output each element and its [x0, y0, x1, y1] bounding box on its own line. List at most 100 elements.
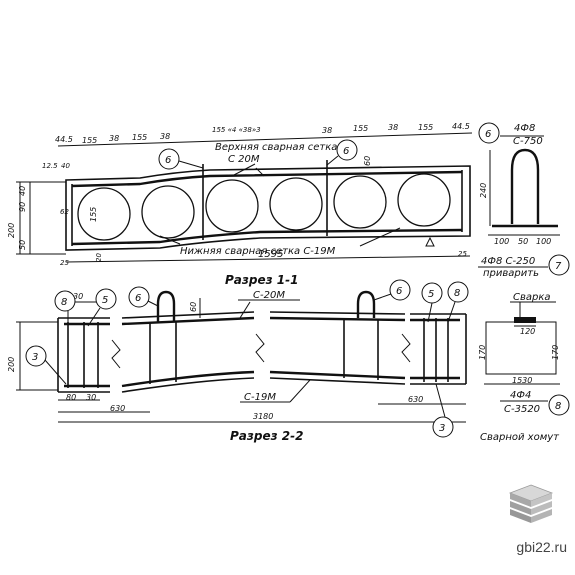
dim-label: 20: [95, 253, 103, 262]
dim-label: 630: [408, 395, 423, 404]
top-dimension-labels: 44.5 155 38 155 38 155 «4 «38»3 38 155 3…: [55, 122, 470, 145]
break-mark-icon: [111, 339, 121, 369]
detail-hoop-6: 4Ф8 С-750 240 100 50 100: [479, 123, 560, 246]
svg-text:6: 6: [343, 146, 349, 157]
dim-label: 630: [110, 404, 125, 413]
dim-label: 120: [520, 327, 535, 336]
svg-text:3: 3: [439, 423, 445, 434]
dim-label: 40: [18, 186, 27, 196]
support-mark-icon: [425, 236, 435, 247]
site-watermark: gbi22.ru: [516, 539, 567, 555]
section-2-2: 200 30 30 60 С-20М С-19М 80 30 630 3180 …: [7, 279, 469, 443]
weld-mark: [514, 317, 536, 323]
break-mark-icon: [401, 333, 411, 363]
bottom-mesh-label-2: С-19М: [244, 392, 276, 403]
dim-label: 25: [458, 250, 467, 258]
beam-height-label: 200: [7, 357, 16, 372]
clamp-code-label: С-3520: [504, 404, 540, 415]
dim-label: 38: [109, 134, 119, 143]
bottom-mesh-bar-2: [64, 370, 460, 388]
clamp-rebar-label: 4Ф4: [510, 390, 531, 401]
detail-clamp-8: Сварка 120 170 170 1530 4Ф4 С-3520 8 Сва…: [478, 292, 570, 443]
top-dimension-line: [57, 132, 473, 147]
hoop-rebar-label: 4Ф8: [514, 123, 535, 134]
dim-label: 80: [66, 393, 76, 402]
hollow-core: [205, 179, 259, 233]
dim-label: 40: [61, 162, 70, 170]
total-length-label: 1595: [258, 249, 283, 260]
svg-text:3: 3: [32, 352, 38, 363]
bottom-mesh-bar: [71, 228, 463, 246]
slab-outline: [65, 165, 471, 251]
callout-6-s2-left: 6: [128, 286, 159, 308]
dim-label: 30: [73, 292, 83, 301]
svg-text:6: 6: [135, 293, 141, 304]
dim-label: 155: [418, 123, 433, 132]
hollow-core: [333, 175, 387, 229]
svg-text:6: 6: [485, 129, 491, 140]
callout-5-left: 5: [87, 288, 117, 327]
svg-text:6: 6: [396, 286, 402, 297]
detail7-note: приварить: [483, 268, 539, 279]
break-mark-icon: [255, 333, 265, 363]
svg-text:7: 7: [555, 261, 562, 272]
svg-text:8: 8: [555, 401, 561, 412]
dim-label: 155: [353, 124, 368, 133]
callout-6-s2-right: 6: [373, 279, 411, 301]
callout-3-right: 3: [432, 383, 454, 438]
weld-label: Сварка: [513, 292, 551, 303]
dim-label: 100: [536, 237, 551, 246]
svg-text:8: 8: [454, 288, 460, 299]
total-length-label-2: 3180: [253, 412, 273, 421]
top-mesh-code: С 20М: [228, 154, 260, 165]
dim-label: 155: [132, 133, 147, 142]
dim-label: 60: [363, 156, 372, 166]
dim-label: 100: [494, 237, 509, 246]
callout-6-mid: 6: [326, 139, 358, 166]
hollow-core: [77, 187, 131, 241]
hoop-height-label: 240: [479, 183, 488, 198]
dim-label: 90: [18, 202, 27, 212]
dim-label: 170: [551, 345, 560, 360]
callout-8-left: 8: [54, 290, 76, 328]
bottom-mesh-label: Нижняя сварная сетка С-19М: [180, 246, 336, 257]
callout-5-right: 5: [421, 282, 443, 323]
left-dimension-labels: 12.5 40 200 90 40 50: [7, 162, 70, 255]
svg-text:5: 5: [102, 295, 108, 306]
dim-label: 44.5: [55, 135, 73, 144]
dim-label: 38: [160, 132, 170, 141]
dim-label: 50: [518, 237, 528, 246]
detail-7: 4Ф8 С-250 приварить 7: [478, 254, 570, 279]
dim-label: 12.5: [42, 162, 58, 170]
top-mesh-bar-2: [64, 316, 460, 326]
hollow-core: [141, 185, 195, 239]
hollow-cores: [77, 173, 451, 241]
dim-label: 60: [189, 302, 198, 312]
dim-label: 155: [89, 207, 98, 222]
callout-8-right: 8: [447, 281, 469, 323]
dim-label: 38: [322, 126, 332, 135]
hollow-core: [397, 173, 451, 227]
section-1-1: 44.5 155 38 155 38 155 «4 «38»3 38 155 3…: [7, 122, 500, 287]
hoop-bar: [510, 148, 540, 224]
detail7-rebar-label: 4Ф8 С-250: [481, 256, 535, 267]
top-mesh-label: Верхняя сварная сетка: [215, 142, 337, 153]
section-title-2-2: Разрез 2-2: [230, 429, 303, 443]
hollow-core: [269, 177, 323, 231]
dim-label: 155 «4 «38»3: [212, 126, 261, 134]
stacked-slabs-icon: [508, 484, 554, 523]
dim-label: 38: [388, 123, 398, 132]
section-title-1-1: Разрез 1-1: [225, 273, 298, 287]
top-mesh-bar: [71, 170, 463, 188]
dim-label: 25: [60, 259, 69, 267]
callout-6-left: 6: [158, 148, 204, 170]
callout-3-left: 3: [25, 345, 67, 385]
dim-label: 1530: [512, 376, 532, 385]
svg-text:8: 8: [61, 297, 67, 308]
svg-text:6: 6: [165, 155, 171, 166]
svg-text:5: 5: [428, 289, 434, 300]
lifting-loop-right: [356, 290, 376, 318]
dim-label: 44.5: [452, 122, 470, 131]
callout-8-clamp: [548, 394, 570, 416]
